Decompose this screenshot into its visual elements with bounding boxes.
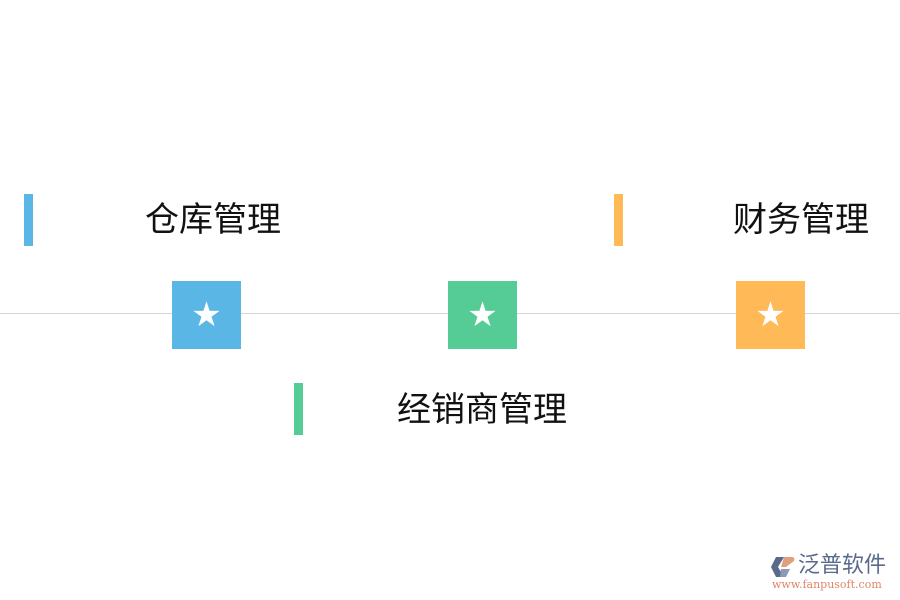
- star-icon: ★: [191, 295, 222, 335]
- star-icon: ★: [467, 295, 498, 335]
- dealer-node: ★: [448, 281, 517, 349]
- warehouse-label: 仓库管理: [145, 200, 281, 240]
- finance-node: ★: [736, 281, 805, 349]
- fanpu-logo-icon: [771, 557, 795, 577]
- watermark-name: 泛普软件: [798, 553, 887, 578]
- warehouse-accent-bar: [24, 194, 33, 246]
- star-icon: ★: [755, 295, 786, 335]
- dealer-accent-bar: [294, 383, 303, 435]
- watermark-logo: 泛普软件 www.fanpusoft.com: [770, 553, 895, 593]
- watermark-url: www.fanpusoft.com: [772, 578, 882, 591]
- finance-label: 财务管理: [733, 200, 869, 240]
- warehouse-node: ★: [172, 281, 241, 349]
- dealer-label: 经销商管理: [397, 390, 567, 430]
- finance-accent-bar: [614, 194, 623, 246]
